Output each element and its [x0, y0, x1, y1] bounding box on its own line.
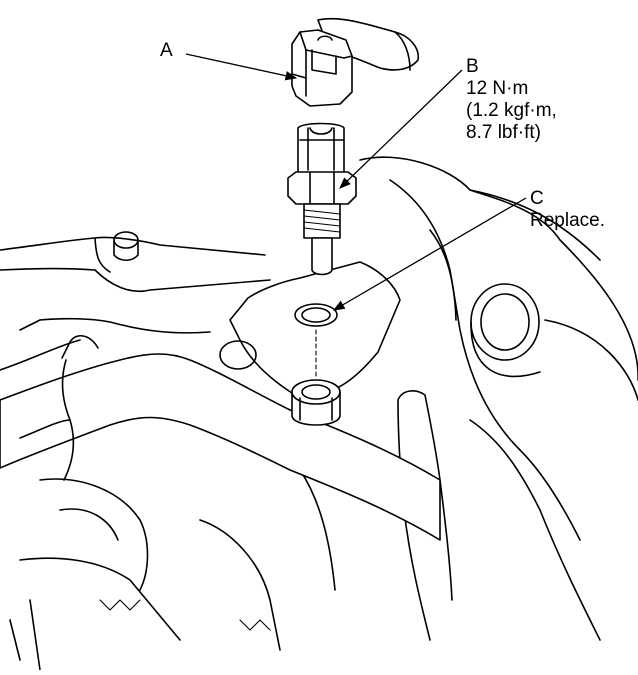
- torque-nm-text: 12 N·m: [466, 78, 529, 99]
- torque-kgfm-text: (1.2 kgf·m,: [466, 100, 557, 121]
- callout-b-label: B: [466, 56, 479, 77]
- o-ring: [294, 303, 338, 327]
- coolant-hose: [0, 335, 441, 541]
- coolant-temperature-sensor: [287, 122, 357, 276]
- callout-a-label: A: [160, 40, 173, 61]
- connector: [291, 17, 420, 107]
- sensor-port: [291, 379, 341, 426]
- leader-line-a: [185, 53, 298, 81]
- leader-line-b: [339, 69, 463, 189]
- leader-line-c: [332, 197, 527, 311]
- torque-lbfft-text: 8.7 lbf·ft): [466, 122, 541, 143]
- callout-c-label: C: [530, 188, 544, 209]
- engine-casting: [0, 156, 638, 671]
- replace-note-text: Replace.: [530, 210, 605, 231]
